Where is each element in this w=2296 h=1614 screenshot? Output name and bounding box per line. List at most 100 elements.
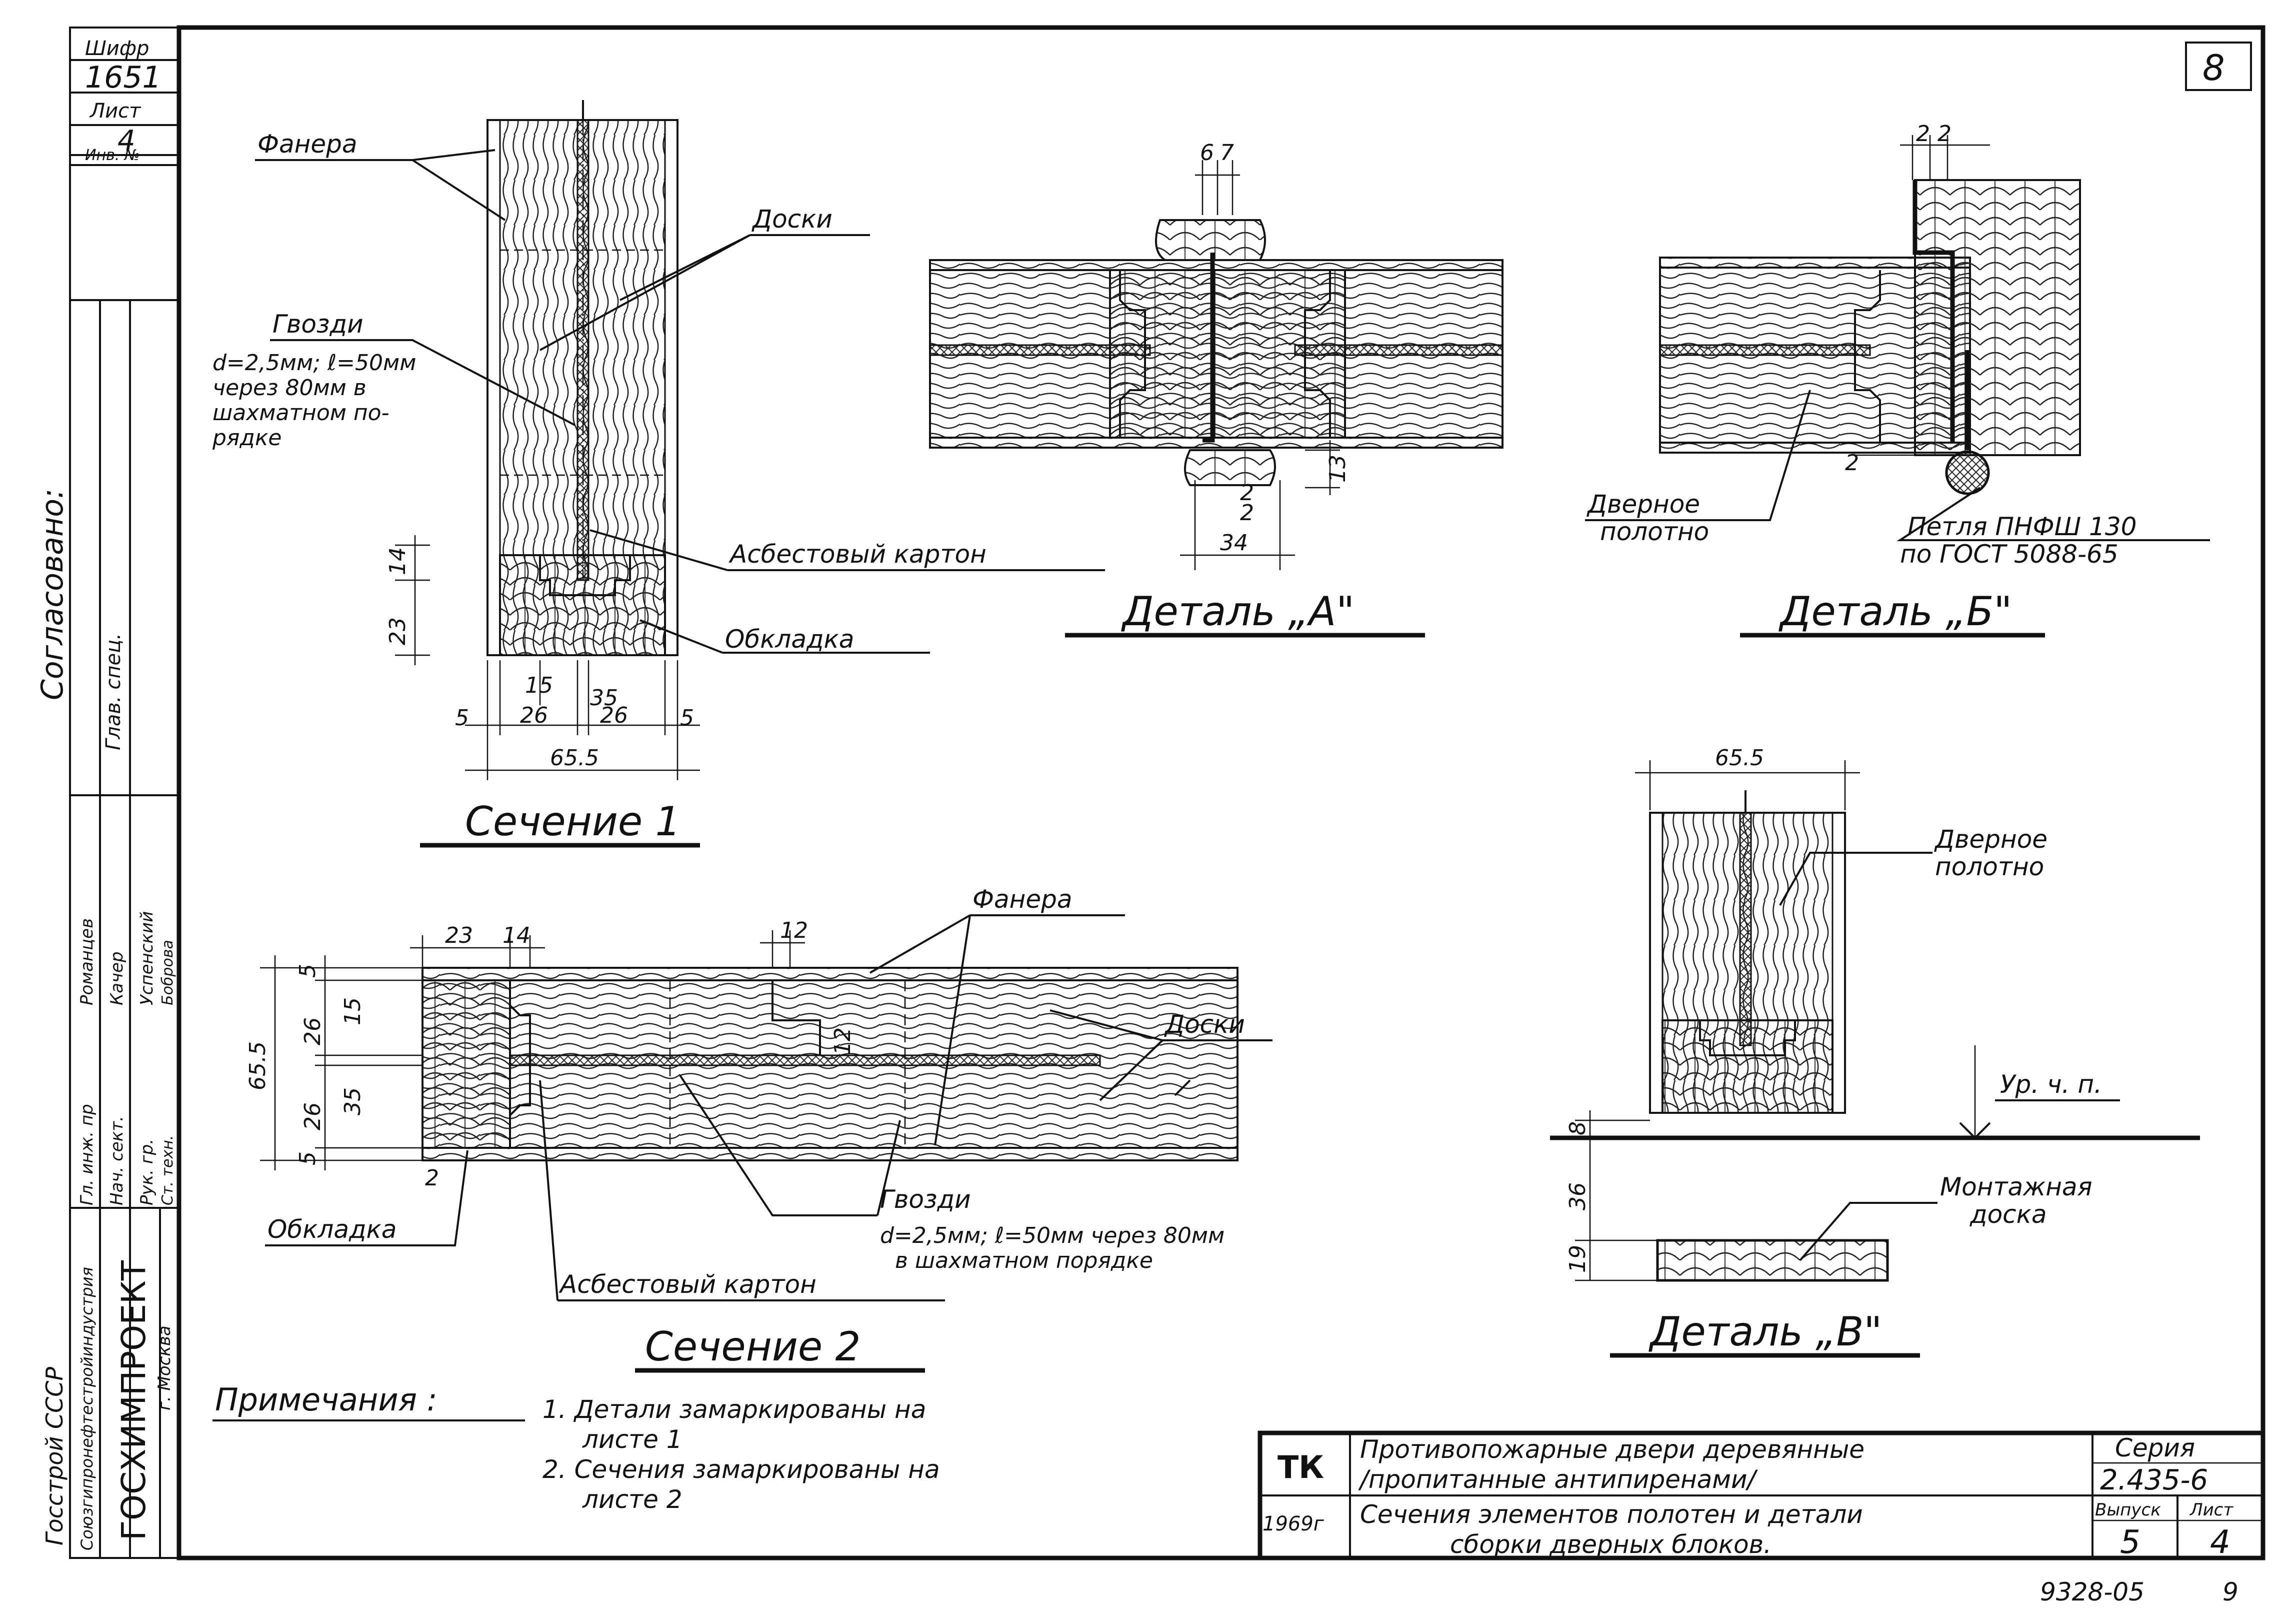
dv-label-dvernoe-2: полотно — [1935, 852, 2044, 881]
db-label-petlya-1: Петля ПНФШ 130 — [1908, 512, 2136, 541]
s2-dim-35: 35 — [340, 1087, 366, 1115]
stamp-org1: Госстрой СССР — [41, 1367, 68, 1545]
s1-title: Сечение 1 — [465, 798, 680, 845]
stamp-org2: Союзгипронефтестройиндустрия — [78, 1267, 96, 1550]
s2-dim-14: 14 — [502, 923, 530, 948]
db-dim-2a: 2 — [1916, 121, 1930, 147]
tb-title-2: /пропитанные антипиренами/ — [1358, 1465, 1758, 1494]
s2-dim-12b: 12 — [830, 1027, 856, 1055]
s1-dim-35: 35 — [590, 685, 618, 711]
s2-label-doski: Доски — [1164, 1010, 1245, 1039]
section-1: Фанера Доски Гвозди d=2,5мм; ℓ=50мм чере… — [212, 100, 1105, 848]
stamp-role-1: Гл. инж. пр — [77, 1104, 97, 1205]
s2-dim-5b: 5 — [295, 1151, 320, 1165]
stamp-org4: г. Москва — [154, 1325, 174, 1410]
footer-code: 9328-05 — [2040, 1577, 2144, 1606]
s2-dim-23: 23 — [445, 923, 473, 948]
s2-dim-65-5: 65.5 — [245, 1041, 270, 1090]
s1-label-gvozdi: Гвозди — [272, 310, 364, 339]
tb-sub-2: сборки дверных блоков. — [1450, 1530, 1772, 1559]
tb-sub-1: Сечения элементов полотен и детали — [1360, 1500, 1863, 1529]
detail-v: 65.5 8 36 19 Ур. ч. п. Дверное полотно М… — [1550, 745, 2200, 1358]
s1-label-fanera: Фанера — [258, 130, 358, 159]
stamp-list-label: Лист — [89, 100, 142, 123]
s2-dim-15: 15 — [340, 997, 366, 1025]
page-number: 8 — [2202, 48, 2225, 89]
stamp-org3: ГОСХИМПРОЕКТ — [114, 1260, 153, 1540]
stamp-name-4: Боброва — [159, 940, 176, 1005]
s1-dim-5b: 5 — [680, 705, 694, 731]
detail-b: 2 2 2 Дверное полотно Петля ПНФШ 130 по … — [1585, 121, 2210, 638]
note-1-line-1: 1. Детали замаркированы на — [542, 1395, 926, 1424]
s2-label-obkladka: Обкладка — [268, 1215, 396, 1244]
note-2-line-2: листе 2 — [582, 1485, 682, 1514]
left-stamp: Шифр 1651 Лист 4 Инв. № Согласовано: Гла… — [35, 27, 180, 1559]
s1-gvozdi-spec-1: d=2,5мм; ℓ=50мм — [212, 350, 416, 376]
footer-page: 9 — [2222, 1577, 2238, 1606]
stamp-role-4: Ст. техн. — [159, 1135, 176, 1205]
s1-dim-26a: 26 — [520, 703, 548, 728]
da-dim-2a: 2 — [1240, 480, 1254, 506]
stamp-role-2: Нач. сект. — [107, 1116, 127, 1205]
db-label-dvernoe-2: полотно — [1600, 517, 1709, 546]
s2-dim-26b: 26 — [300, 1102, 326, 1130]
footer: 9328-05 9 — [2040, 1577, 2238, 1606]
s2-label-fanera: Фанера — [972, 885, 1072, 914]
tb-tk: ТК — [1278, 1449, 1324, 1485]
dv-label-montazh-1: Монтажная — [1940, 1172, 2092, 1201]
stamp-name-1: Романцев — [77, 918, 97, 1005]
da-dim-2b: 2 — [1240, 500, 1254, 526]
s1-dim-23: 23 — [385, 617, 410, 645]
s2-dim-2: 2 — [425, 1165, 439, 1191]
tb-vypusk-value: 5 — [2120, 1524, 2140, 1561]
notes-title: Примечания : — [215, 1381, 438, 1418]
dv-label-ur: Ур. ч. п. — [2000, 1070, 2102, 1099]
s1-label-asbest: Асбестовый картон — [728, 540, 986, 569]
s1-dim-65-5: 65.5 — [550, 745, 599, 771]
notes: Примечания : 1. Детали замаркированы на … — [212, 1381, 940, 1514]
tb-list-label: Лист — [2189, 1500, 2234, 1520]
stamp-name-2: Качер — [107, 951, 127, 1005]
stamp-glav-spec: Глав. спец. — [102, 633, 125, 750]
da-dim-6: 6 — [1200, 140, 1214, 166]
stamp-shifr-value: 1651 — [85, 60, 162, 95]
s1-label-obkladka: Обкладка — [725, 625, 854, 654]
da-title: Деталь „А" — [1121, 588, 1354, 635]
stamp-name-3: Успенский — [137, 911, 157, 1005]
s1-dim-5a: 5 — [455, 705, 469, 731]
dv-dim-8: 8 — [1565, 1121, 1590, 1135]
db-label-petlya-2: по ГОСТ 5088-65 — [1900, 540, 2118, 569]
stamp-shifr-label: Шифр — [85, 37, 149, 60]
tb-list-value: 4 — [2210, 1524, 2230, 1561]
db-title: Деталь „Б" — [1778, 588, 2012, 635]
s1-dim-26b: 26 — [600, 703, 628, 728]
title-block: ТК 1969г Противопожарные двери деревянны… — [1258, 1430, 2266, 1561]
da-dim-7: 7 — [1220, 140, 1234, 166]
tb-seriya-value: 2.435-6 — [2100, 1464, 2208, 1496]
dv-dim-65-5: 65.5 — [1715, 745, 1764, 771]
da-dim-13: 13 — [1325, 455, 1350, 483]
s1-gvozdi-spec-2: через 80мм в — [212, 375, 366, 401]
dv-title: Деталь „В" — [1648, 1308, 1882, 1355]
s1-label-doski: Доски — [752, 205, 832, 234]
s2-dim-12: 12 — [780, 918, 808, 943]
db-dim-2c: 2 — [1845, 450, 1859, 476]
dv-dim-36: 36 — [1565, 1182, 1590, 1210]
db-dim-2b: 2 — [1938, 121, 1952, 147]
da-dim-34: 34 — [1220, 530, 1248, 556]
s1-gvozdi-spec-3: шахматном по- — [212, 400, 389, 426]
s1-gvozdi-spec-4: рядке — [212, 425, 282, 451]
s1-dim-15: 15 — [525, 673, 553, 698]
detail-a: 6 7 34 2 2 13 Деталь „А" — [929, 140, 1504, 638]
note-1-line-2: листе 1 — [582, 1425, 682, 1454]
stamp-list-value: 4 — [118, 125, 136, 157]
s2-gvozdi-spec-2: в шахматном порядке — [895, 1248, 1153, 1273]
s2-label-asbest: Асбестовый картон — [558, 1270, 816, 1299]
section-2: 23 14 12 65.5 5 26 15 26 35 5 12 2 Фанер… — [245, 885, 1272, 1373]
note-2-line-1: 2. Сечения замаркированы на — [542, 1455, 940, 1484]
stamp-soglasovano: Согласовано: — [35, 489, 70, 700]
stamp-role-3: Рук. гр. — [137, 1139, 157, 1205]
s2-gvozdi-spec-1: d=2,5мм; ℓ=50мм через 80мм — [880, 1223, 1224, 1248]
s2-dim-26a: 26 — [300, 1017, 326, 1045]
